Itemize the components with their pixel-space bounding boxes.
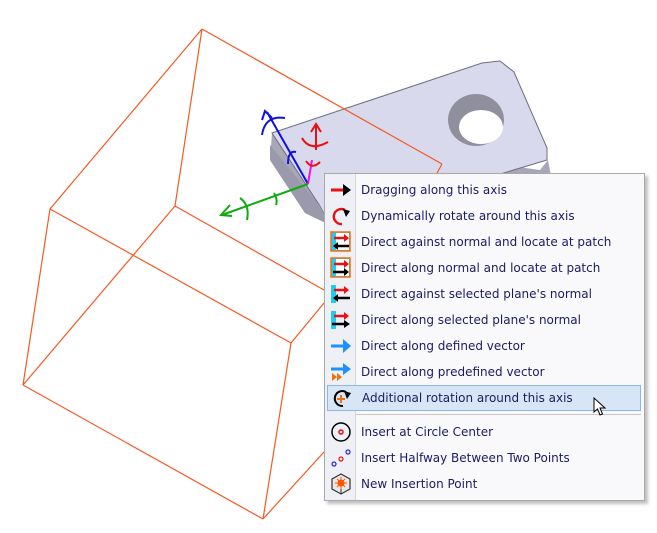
menu-item-label: Direct along normal and locate at patch — [361, 261, 601, 275]
menu-item-label: Direct against normal and locate at patc… — [361, 235, 612, 249]
menu-item-against-plane-normal[interactable]: Direct against selected plane's normal — [327, 281, 641, 307]
z-arrow-icon — [261, 109, 273, 121]
menu-item-new-insertion-point[interactable]: New Insertion Point — [327, 471, 641, 497]
menu-item-label: Insert at Circle Center — [361, 425, 494, 439]
menu-item-defined-vector[interactable]: Direct along defined vector — [327, 333, 641, 359]
circle-center-icon — [328, 421, 354, 443]
menu-item-label: Direct along defined vector — [361, 339, 525, 353]
menu-item-label: Direct along predefined vector — [361, 365, 545, 379]
drag-axis-arrow-icon — [328, 179, 354, 201]
menu-item-additional-rotation[interactable]: Additional rotation around this axis — [327, 385, 641, 411]
new-insertion-point-icon — [328, 473, 354, 495]
z-axis-handle[interactable] — [266, 111, 309, 185]
y-arrow-icon — [218, 204, 233, 217]
menu-icon-gutter — [325, 174, 356, 500]
z-rotate-icon — [261, 116, 297, 165]
against-normal-patch-icon — [328, 231, 354, 253]
y-axis-handle[interactable] — [221, 183, 309, 216]
along-normal-patch-icon — [328, 257, 354, 279]
menu-item-dynamic-rotate[interactable]: Dynamically rotate around this axis — [327, 203, 641, 229]
context-menu: Dragging along this axis Dynamically rot… — [324, 173, 645, 501]
additional-rotation-icon — [329, 387, 355, 409]
defined-vector-icon — [328, 335, 354, 357]
menu-item-label: Insert Halfway Between Two Points — [361, 451, 570, 465]
part-hole-inner — [459, 110, 503, 144]
x-axis-handle[interactable] — [307, 159, 313, 185]
against-plane-normal-icon — [328, 283, 354, 305]
bounding-box-wireframe — [22, 28, 443, 520]
part-front-face — [270, 145, 330, 225]
rotate-icon — [328, 205, 354, 227]
menu-item-label: Dragging along this axis — [361, 183, 507, 197]
menu-item-insert-halfway[interactable]: Insert Halfway Between Two Points — [327, 445, 641, 471]
mouse-cursor-icon — [593, 397, 607, 416]
along-plane-normal-icon — [328, 309, 354, 331]
menu-item-predefined-vector[interactable]: Direct along predefined vector — [327, 359, 641, 385]
menu-item-against-normal-patch[interactable]: Direct against normal and locate at patc… — [327, 229, 641, 255]
menu-item-along-plane-normal[interactable]: Direct along selected plane's normal — [327, 307, 641, 333]
menu-item-label: Direct against selected plane's normal — [361, 287, 592, 301]
predefined-vector-icon — [328, 361, 354, 383]
menu-item-label: Direct along selected plane's normal — [361, 313, 581, 327]
menu-item-along-normal-patch[interactable]: Direct along normal and locate at patch — [327, 255, 641, 281]
menu-item-dragging-along-axis[interactable]: Dragging along this axis — [327, 177, 641, 203]
menu-item-insert-circle-center[interactable]: Insert at Circle Center — [327, 419, 641, 445]
halfway-points-icon — [328, 447, 354, 469]
menu-separator — [356, 414, 641, 415]
x-arrow-icon — [310, 122, 322, 133]
y-rotate-icon — [239, 192, 278, 221]
triad-handle[interactable] — [218, 109, 329, 221]
menu-item-label: Dynamically rotate around this axis — [361, 209, 575, 223]
x-rotate-icon — [301, 137, 329, 167]
menu-item-label: Additional rotation around this axis — [362, 391, 573, 405]
menu-item-label: New Insertion Point — [361, 477, 478, 491]
